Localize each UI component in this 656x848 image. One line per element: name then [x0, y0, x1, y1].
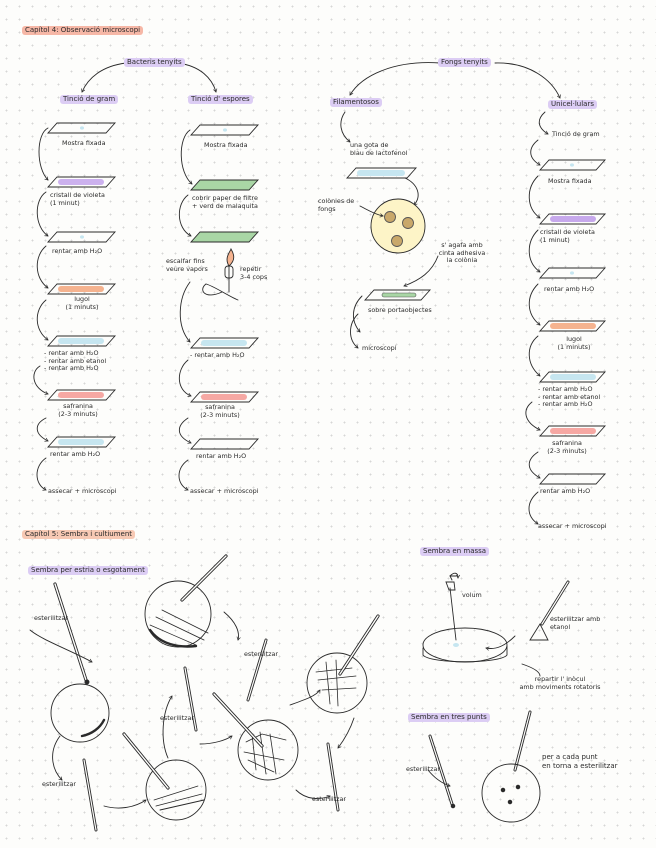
streak-label: esterilitzar — [34, 614, 69, 622]
slide-pink — [46, 389, 117, 401]
pipette-icon — [445, 575, 457, 641]
arrow — [494, 62, 561, 99]
chapter5-title: Capítol 5: Sembra i cultiument — [22, 530, 136, 539]
slide-green — [189, 231, 260, 243]
petri-dish — [237, 719, 299, 781]
mass-heading: Sembra en massa — [420, 547, 490, 556]
gram-slides — [46, 122, 117, 448]
mass-label: volum — [462, 591, 482, 599]
mass-label: repartir l' inòcul amb moviments rotator… — [519, 675, 601, 691]
petri-dish — [145, 759, 207, 821]
slide-blue — [538, 371, 607, 383]
arrow — [177, 62, 218, 93]
spores-slides — [189, 124, 260, 450]
slide — [46, 231, 117, 243]
gram-step: rentar amb H₂O — [50, 450, 101, 458]
slide — [189, 124, 260, 136]
filamentous-step: una gota de blau de lactofenol — [350, 141, 408, 157]
spores-step: rentar amb H₂O — [196, 452, 247, 460]
unicellular-step: rentar amb H₂O — [544, 285, 595, 293]
slide-violet — [538, 213, 607, 225]
filamentous-step: colònies de fongs — [318, 197, 355, 213]
unicellular-step: cristall de violeta (1 minut) — [540, 228, 595, 244]
gram-step: assecar + microscopi — [48, 487, 117, 495]
three-point-heading: Sembra en tres punts — [408, 713, 490, 722]
unicellular-step: Mostra fixada — [548, 177, 592, 185]
slide-violet — [46, 176, 117, 188]
spores-step: escalfar fins veure vapors — [166, 257, 208, 273]
gram-step: Mostra fixada — [62, 139, 106, 147]
unicellular-heading: Unicel·lulars — [548, 100, 597, 109]
streak-heading: Sembra per estria o esgotament — [28, 566, 148, 575]
spirit-lamp-icon — [202, 247, 239, 301]
three-point-label: esterilitzar — [406, 765, 441, 773]
slide-orange — [46, 283, 117, 295]
slide-blue — [46, 436, 117, 448]
petri-dish — [370, 198, 426, 254]
filamentous-step: sobre portaobjectes — [368, 306, 432, 314]
gram-step: safranina (2-3 minuts) — [58, 402, 98, 418]
streak-label: esterilitzar — [42, 780, 77, 788]
streak-label: esterilitzar — [160, 714, 195, 722]
arrow — [81, 62, 127, 93]
petri-dish — [422, 627, 508, 663]
petri-dish — [481, 763, 541, 823]
slide-blue — [189, 337, 260, 349]
unicellular-connectors — [525, 111, 549, 525]
petri-dish — [306, 652, 368, 714]
arrow — [349, 62, 441, 96]
slide-blue — [345, 167, 418, 179]
unicellular-step: Tinció de gram — [552, 130, 600, 138]
slide-filam — [363, 289, 432, 301]
filamentous-diagram — [340, 111, 439, 349]
unicellular-step: rentar amb H₂O — [540, 487, 591, 495]
spores-step: safranina (2-3 minuts) — [200, 403, 240, 419]
slide — [538, 267, 607, 279]
gram-connectors — [33, 127, 49, 491]
spores-step: - rentar amb H₂O — [190, 351, 245, 359]
filamentous-heading: Filamentosos — [330, 98, 382, 107]
slide-green — [189, 179, 260, 191]
mass-plating-diagram — [422, 572, 570, 677]
unicellular-step: - rentar amb H₂O - rentar amb etanol - r… — [538, 385, 601, 409]
spores-step: repetir 3-4 cops — [240, 265, 268, 281]
chapter4-title: Capítol 4: Observació microscopi — [22, 26, 144, 35]
spores-step: cobrir paper de filtre + verd de malaqui… — [192, 194, 258, 210]
petri-dish — [50, 683, 110, 743]
slide-blue — [46, 335, 117, 347]
gram-step: - rentar amb H₂O - rentar amb etanol - r… — [44, 349, 107, 373]
spores-heading: Tinció d' espores — [188, 95, 253, 104]
slide-orange — [538, 320, 607, 332]
unicellular-step: safranina (2-3 minuts) — [547, 439, 587, 455]
gram-step: cristall de violeta (1 minut) — [50, 191, 105, 207]
streak-label: esterilitzar — [244, 650, 279, 658]
fungi-title: Fongs tenyits — [438, 58, 491, 67]
gram-step: lugol (1 minuts) — [65, 295, 99, 311]
slide-pink — [538, 425, 607, 437]
unicellular-step: assecar + microscopi — [538, 522, 607, 530]
slide — [189, 438, 260, 450]
unicellular-slides — [538, 159, 607, 485]
streak-diagram — [29, 554, 380, 832]
slide-pink — [189, 391, 260, 403]
spores-step: Mostra fixada — [204, 141, 248, 149]
mass-label: esterilitzar amb etanol — [550, 615, 601, 631]
unicellular-step: lugol (1 minuts) — [557, 335, 591, 351]
spreader-icon — [529, 623, 549, 641]
spores-connectors — [178, 129, 193, 491]
streak-label: esterilitzar — [312, 795, 347, 803]
three-point-diagram — [427, 710, 541, 823]
gram-step: rentar amb H₂O — [52, 247, 103, 255]
slide — [538, 159, 607, 171]
spores-step: assecar + microscopi — [190, 487, 259, 495]
slide — [538, 473, 607, 485]
gram-heading: Tinció de gram — [60, 95, 119, 104]
three-point-label: per a cada punt en torna a esterilitzar — [542, 753, 618, 770]
slide — [46, 122, 117, 134]
filamentous-step: microscopi — [362, 344, 397, 352]
filamentous-step: s' agafa amb cinta adhesiva la colònia — [438, 241, 486, 265]
bacteria-title: Bacteris tenyits — [124, 58, 185, 67]
